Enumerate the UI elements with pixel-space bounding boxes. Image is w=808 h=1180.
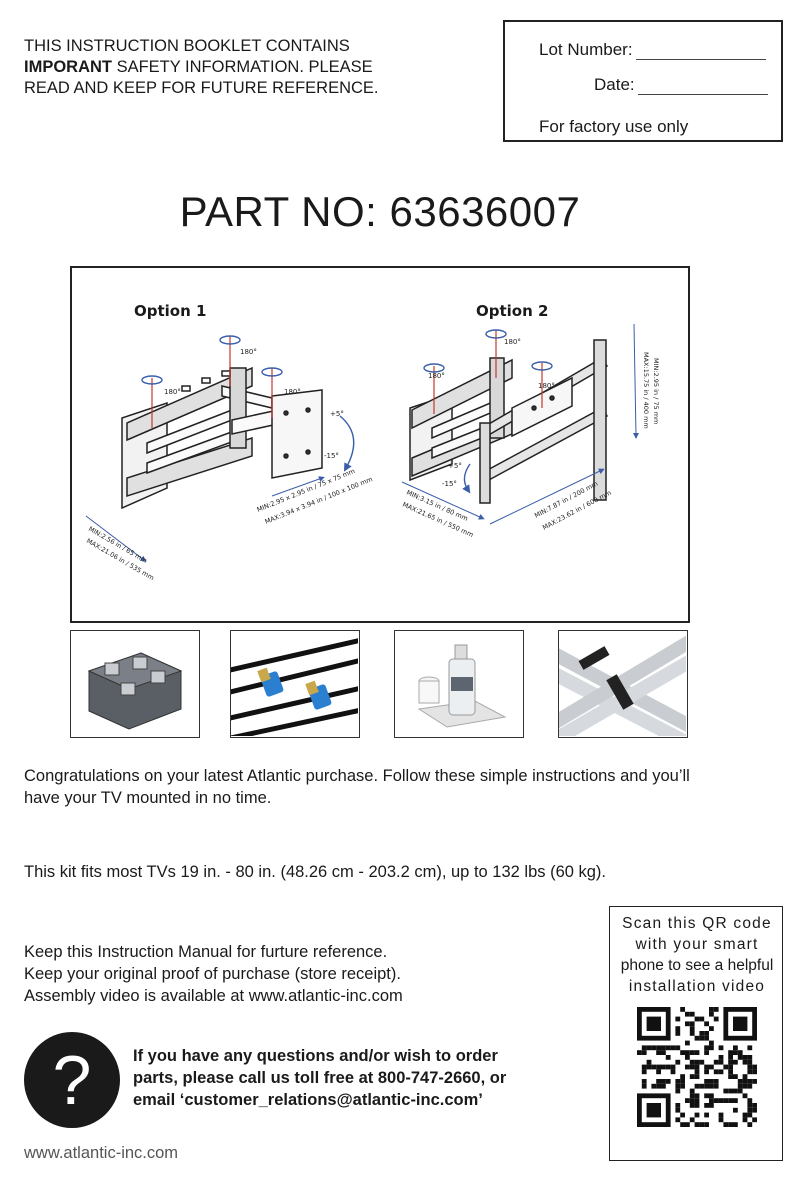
qr-line-1: Scan this QR code — [622, 915, 772, 932]
option1-dimension-lines — [85, 476, 325, 562]
lot-number-row: Lot Number: — [539, 40, 766, 60]
cleaning-kit-icon — [417, 644, 507, 728]
hdmi-cable-icon — [231, 638, 359, 737]
qr-code-box: Scan this QR code with your smart phone … — [609, 906, 783, 1161]
option2-rot-right-label: 180° — [538, 382, 555, 390]
website-link[interactable]: www.atlantic-inc.com — [24, 1144, 179, 1162]
qr-line-3: phone to see a helpful — [620, 957, 774, 974]
power-adapter-icon — [87, 652, 183, 730]
contact-info: If you have any questions and/or wish to… — [133, 1045, 573, 1111]
option2-tilt-down-label: -15° — [442, 480, 457, 488]
keep-line-3: Assembly video is available at www.atlan… — [24, 987, 403, 1005]
qr-code-icon[interactable] — [637, 1007, 757, 1127]
safety-line-2: IMPORANT SAFETY INFORMATION. PLEASE — [24, 57, 444, 78]
intro-paragraph: Congratulations on your latest Atlantic … — [24, 765, 794, 809]
lot-number-field[interactable] — [635, 45, 766, 60]
factory-note: For factory use only — [539, 117, 689, 136]
option2-rot-top-label: 180° — [504, 338, 521, 346]
option2-title: Option 2 — [476, 302, 548, 320]
safety-line-3: READ AND KEEP FOR FUTURE REFERENCE. — [24, 79, 379, 97]
safety-line-1: THIS INSTRUCTION BOOKLET CONTAINS — [24, 37, 350, 55]
option1-title: Option 1 — [134, 302, 206, 320]
date-field[interactable] — [637, 80, 768, 95]
option1-rot-top-label: 180° — [240, 348, 257, 356]
option2-dimension-lines — [401, 323, 639, 525]
accessory-hdmi-cables — [230, 630, 360, 738]
intro-line-2: have your TV mounted in no time. — [24, 789, 272, 807]
option1-rot-right-label: 180° — [284, 388, 301, 396]
accessory-cable-ties — [558, 630, 688, 738]
safety-line-2-rest: SAFETY INFORMATION. PLEASE — [112, 58, 373, 76]
safety-bold-word: IMPORANT — [24, 58, 112, 76]
contact-line-1: If you have any questions and/or wish to… — [133, 1047, 498, 1065]
date-label: Date: — [594, 75, 635, 94]
qr-instructions: Scan this QR code with your smart phone … — [618, 913, 776, 997]
option1-rot-left-label: 180° — [164, 388, 181, 396]
intro-line-1: Congratulations on your latest Atlantic … — [24, 767, 690, 785]
option2-rot-left-label: 180° — [428, 372, 445, 380]
option2-tilt-up-label: +5° — [448, 462, 462, 470]
contact-line-3: email ‘customer_relations@atlantic-inc.c… — [133, 1091, 483, 1109]
option2-height-min: MIN:2.95 in / 75 mm — [652, 358, 660, 424]
option1-tilt-up-label: +5° — [330, 410, 344, 418]
option2-height-max: MAX:15.75 in / 400 mm — [642, 352, 650, 429]
fit-specification: This kit fits most TVs 19 in. - 80 in. (… — [24, 863, 607, 881]
contact-line-2: parts, please call us toll free at 800-7… — [133, 1069, 507, 1087]
option2-rotation-arrows — [423, 329, 553, 494]
keep-line-1: Keep this Instruction Manual for furture… — [24, 943, 388, 961]
lot-number-box: Lot Number: Date: For factory use only — [503, 20, 783, 142]
option1-rotation-arrows — [141, 335, 355, 472]
lot-number-label: Lot Number: — [539, 40, 633, 59]
keep-line-2: Keep your original proof of purchase (st… — [24, 965, 401, 983]
date-row: Date: — [594, 75, 768, 95]
qr-line-2: with your smart — [635, 936, 759, 953]
mount-diagram-svg: Option 1 Option 2 — [85, 302, 660, 582]
part-number-title: PART NO: 63636007 — [179, 188, 581, 235]
question-mark-icon: ? — [24, 1032, 120, 1128]
safety-notice: THIS INSTRUCTION BOOKLET CONTAINS IMPORA… — [24, 36, 444, 99]
option2-mount-drawing — [409, 339, 609, 504]
qr-line-4: installation video — [628, 978, 766, 995]
cable-tie-icon — [559, 635, 687, 737]
accessory-cleaning-kit — [394, 630, 524, 738]
keep-paragraph: Keep this Instruction Manual for furture… — [24, 941, 403, 1007]
option1-tilt-down-label: -15° — [324, 452, 339, 460]
option1-mount-drawing — [121, 366, 323, 510]
accessory-power-adapter — [70, 630, 200, 738]
mount-diagram: Option 1 Option 2 — [70, 266, 690, 623]
